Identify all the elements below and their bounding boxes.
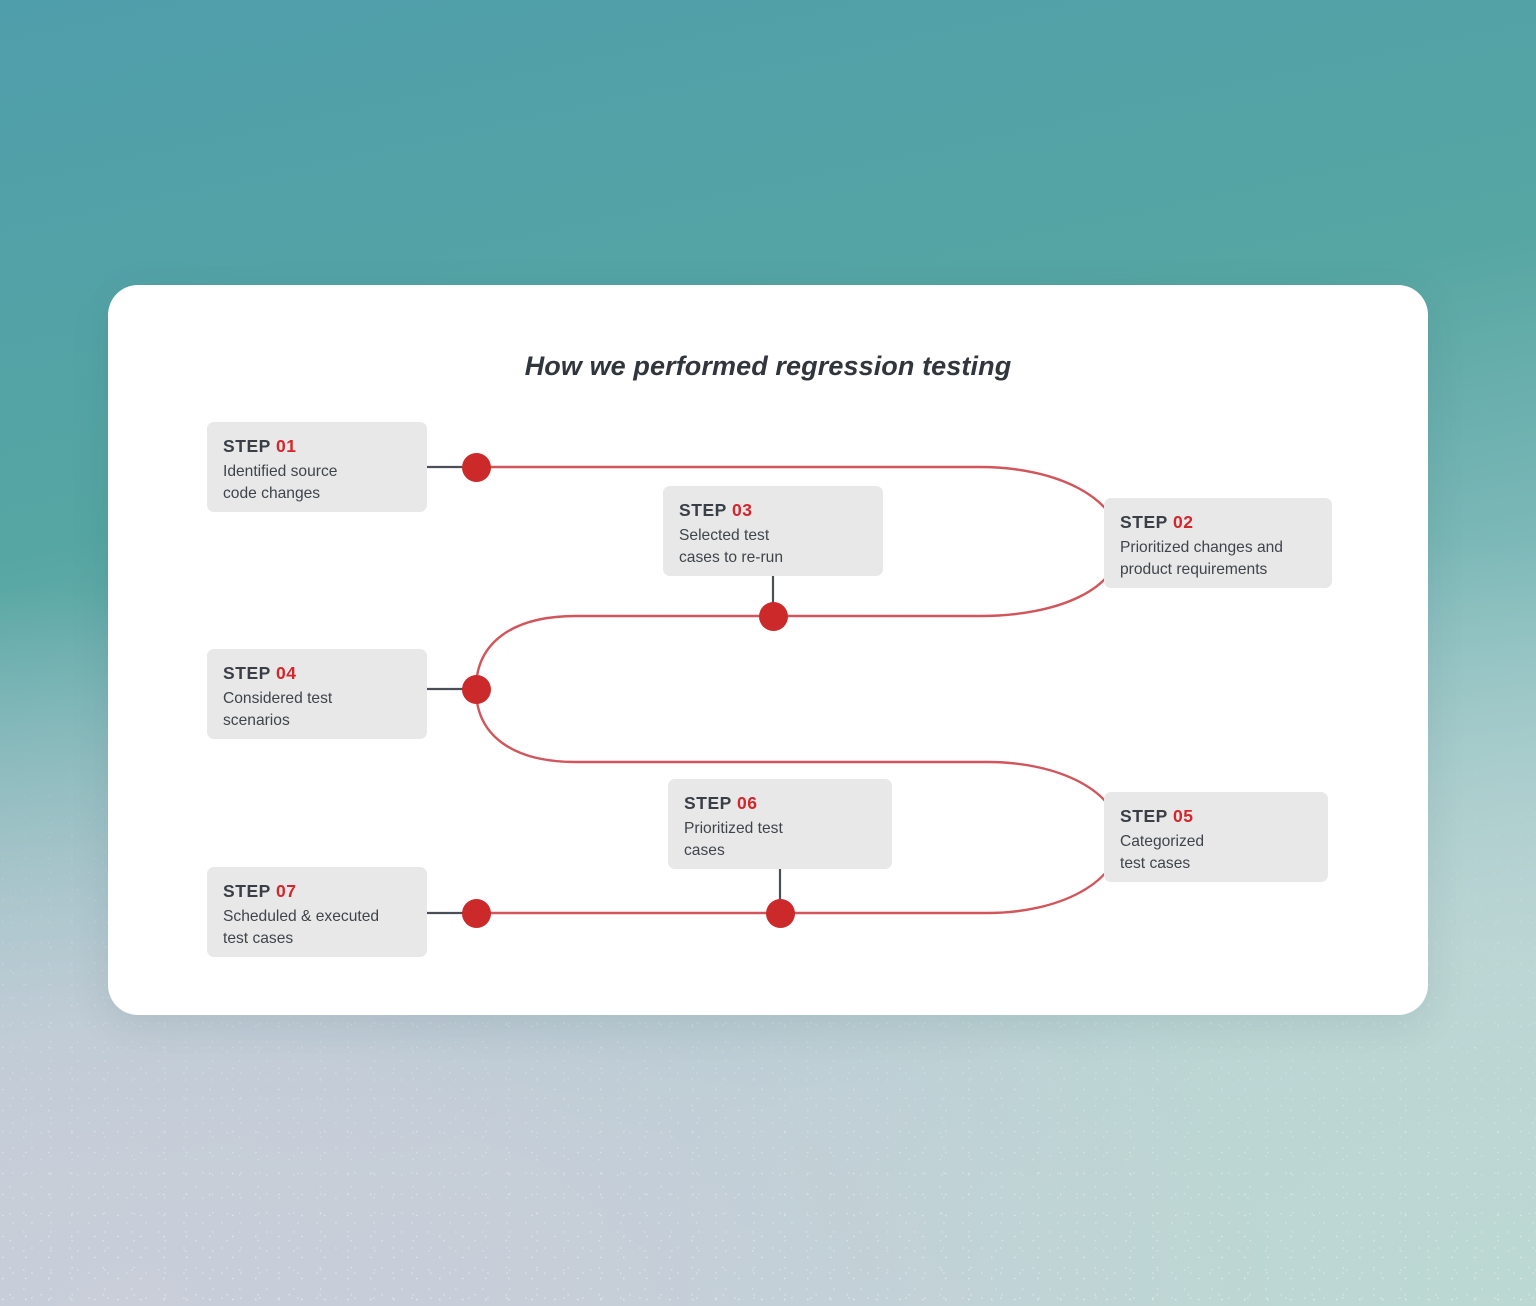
step-heading-02: STEP 02 (1120, 512, 1316, 532)
step-description-01: Identified source code changes (223, 463, 338, 503)
step-number-04: 04 (276, 663, 297, 683)
node-dot-step07[interactable] (461, 898, 491, 928)
node-dot-step01[interactable] (461, 452, 491, 482)
step-label-03: STEP (679, 500, 727, 520)
step-card-06[interactable]: STEP 06 Prioritized test cases (668, 779, 892, 869)
step-number-05: 05 (1173, 806, 1194, 826)
page-title: How we performed regression testing (524, 351, 1012, 381)
step-label-04: STEP (223, 663, 271, 683)
step-heading-01: STEP 01 (223, 436, 411, 456)
node-dot-step04[interactable] (461, 674, 491, 704)
step-number-03: 03 (732, 500, 753, 520)
step-heading-05: STEP 05 (1120, 806, 1312, 826)
step-card-05[interactable]: STEP 05 Categorized test cases (1104, 792, 1328, 882)
step-label-02: STEP (1120, 512, 1168, 532)
step-label-05: STEP (1120, 806, 1168, 826)
step-number-06: 06 (737, 793, 758, 813)
step-card-07[interactable]: STEP 07 Scheduled & executed test cases (207, 867, 427, 957)
diagram-card: How we performed regression testing (108, 285, 1428, 1015)
step-description-07: Scheduled & executed test cases (223, 908, 380, 948)
step-card-04[interactable]: STEP 04 Considered test scenarios (207, 649, 427, 739)
step-description-06: Prioritized test cases (684, 820, 783, 860)
step-number-01: 01 (276, 436, 297, 456)
step-card-02[interactable]: STEP 02 Prioritized changes and product … (1104, 498, 1332, 588)
step-label-07: STEP (223, 881, 271, 901)
step-description-05: Categorized test cases (1120, 833, 1205, 873)
step-description-02: Prioritized changes and product requirem… (1120, 539, 1283, 579)
step-heading-04: STEP 04 (223, 663, 411, 683)
step-card-01[interactable]: STEP 01 Identified source code changes (207, 422, 427, 512)
step-description-04: Considered test scenarios (223, 690, 333, 730)
step-number-02: 02 (1173, 512, 1194, 532)
node-dot-step03[interactable] (758, 601, 788, 631)
step-description-03: Selected test cases to re-run (679, 527, 784, 567)
step-label-01: STEP (223, 436, 271, 456)
step-number-07: 07 (276, 881, 297, 901)
step-heading-03: STEP 03 (679, 500, 867, 520)
step-card-03[interactable]: STEP 03 Selected test cases to re-run (663, 486, 883, 576)
step-heading-07: STEP 07 (223, 881, 411, 901)
step-label-06: STEP (684, 793, 732, 813)
node-dot-step06[interactable] (765, 898, 795, 928)
step-heading-06: STEP 06 (684, 793, 876, 813)
